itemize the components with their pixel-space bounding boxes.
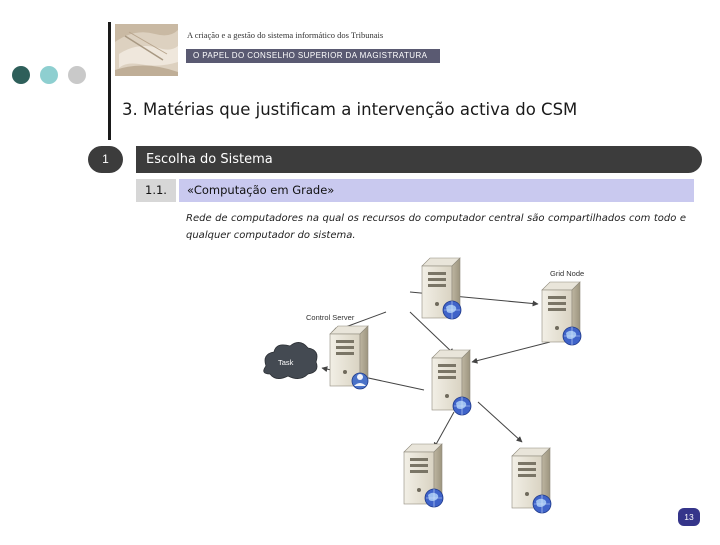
grid-node-label: Grid Node	[550, 269, 584, 278]
grid-node-server	[404, 444, 443, 507]
globe-icon	[533, 495, 551, 513]
grid-node-server	[422, 258, 461, 319]
decorative-dot-gray	[68, 66, 86, 84]
globe-icon	[443, 301, 461, 319]
grid-node-server	[512, 448, 551, 513]
task-label: Task	[278, 358, 294, 367]
control-server	[330, 326, 368, 389]
section-number-badge: 1	[88, 146, 123, 173]
control-server-label: Control Server	[306, 313, 355, 322]
vertical-divider	[108, 22, 111, 140]
globe-icon	[453, 397, 471, 415]
connection-arrow	[478, 402, 522, 442]
task-cloud: Task	[264, 342, 317, 378]
subsection-number: 1.1.	[136, 179, 176, 202]
grid-node-server	[432, 350, 471, 415]
page-number-badge: 13	[678, 508, 700, 526]
section-banner: O PAPEL DO CONSELHO SUPERIOR DA MAGISTRA…	[186, 49, 440, 63]
connection-arrow	[472, 342, 550, 362]
grid-computing-diagram: Task Grid Node Control Serv	[236, 250, 626, 540]
header-thumbnail-image	[115, 24, 178, 76]
grid-node-server	[542, 282, 581, 345]
decorative-dot-light	[40, 66, 58, 84]
presentation-title: A criação e a gestão do sistema informát…	[187, 30, 547, 40]
section-title-bar: Escolha do Sistema	[136, 146, 702, 173]
slide-heading: 3. Matérias que justificam a intervenção…	[122, 100, 577, 119]
decorative-dot-dark	[12, 66, 30, 84]
globe-icon	[425, 489, 443, 507]
connection-arrow	[434, 412, 454, 448]
globe-icon	[563, 327, 581, 345]
subsection-title: «Computação em Grade»	[179, 179, 694, 202]
description-text: Rede de computadores na qual os recursos…	[186, 210, 686, 244]
